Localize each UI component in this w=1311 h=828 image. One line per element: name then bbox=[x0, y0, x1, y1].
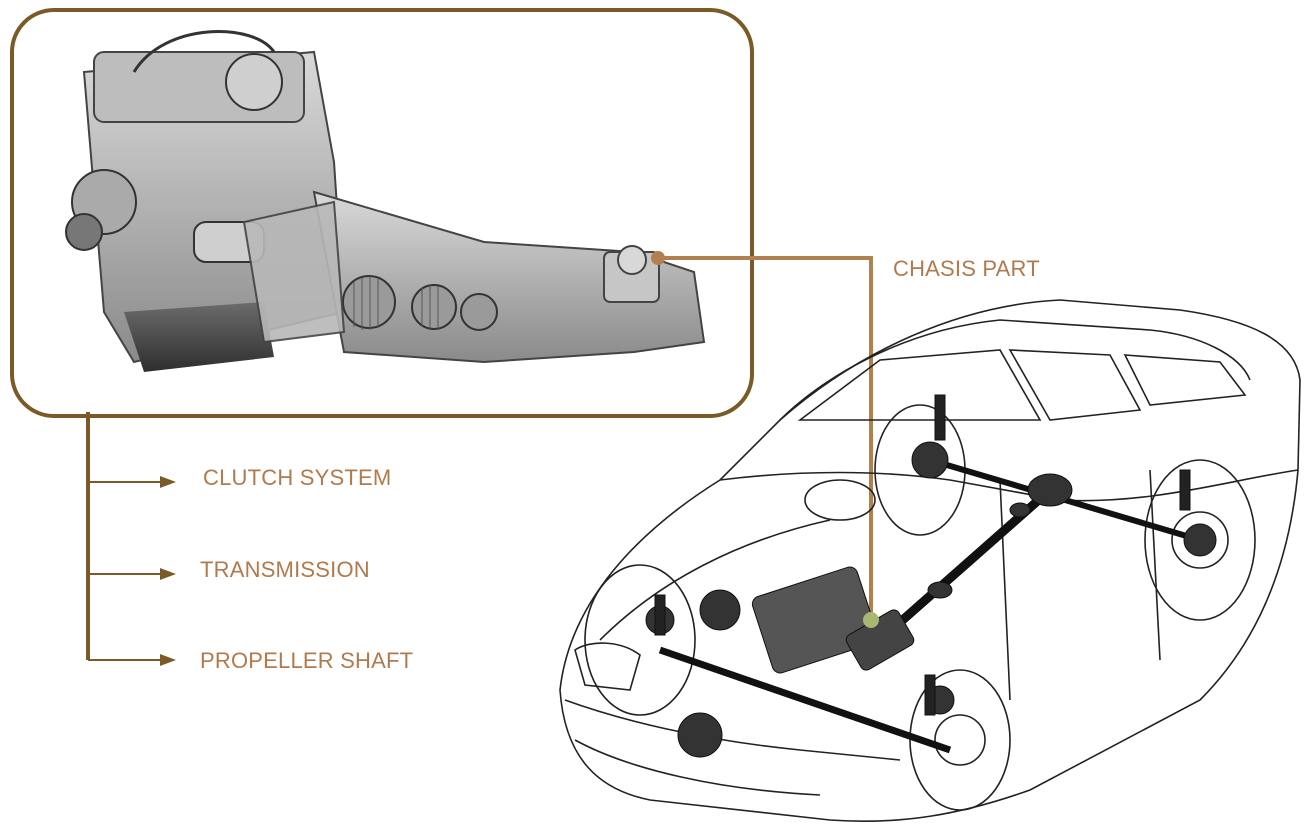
engine-transmission-image bbox=[65, 30, 706, 372]
chasis-end-dot bbox=[863, 612, 879, 628]
transmission-arrow bbox=[88, 568, 176, 580]
chasis-start-dot bbox=[651, 251, 665, 265]
chasis-part-label: CHASIS PART bbox=[893, 256, 1040, 281]
clutch-system-label: CLUTCH SYSTEM bbox=[203, 465, 392, 490]
propeller-arrow bbox=[88, 654, 176, 666]
propeller-shaft-label: PROPELLER SHAFT bbox=[200, 648, 414, 673]
car-drivetrain bbox=[645, 394, 1217, 758]
chasis-connector-line bbox=[658, 256, 873, 620]
clutch-arrow bbox=[88, 476, 176, 488]
car-chassis-drawing bbox=[559, 299, 1301, 822]
engine-image-frame bbox=[10, 8, 754, 418]
transmission-label: TRANSMISSION bbox=[200, 557, 370, 582]
